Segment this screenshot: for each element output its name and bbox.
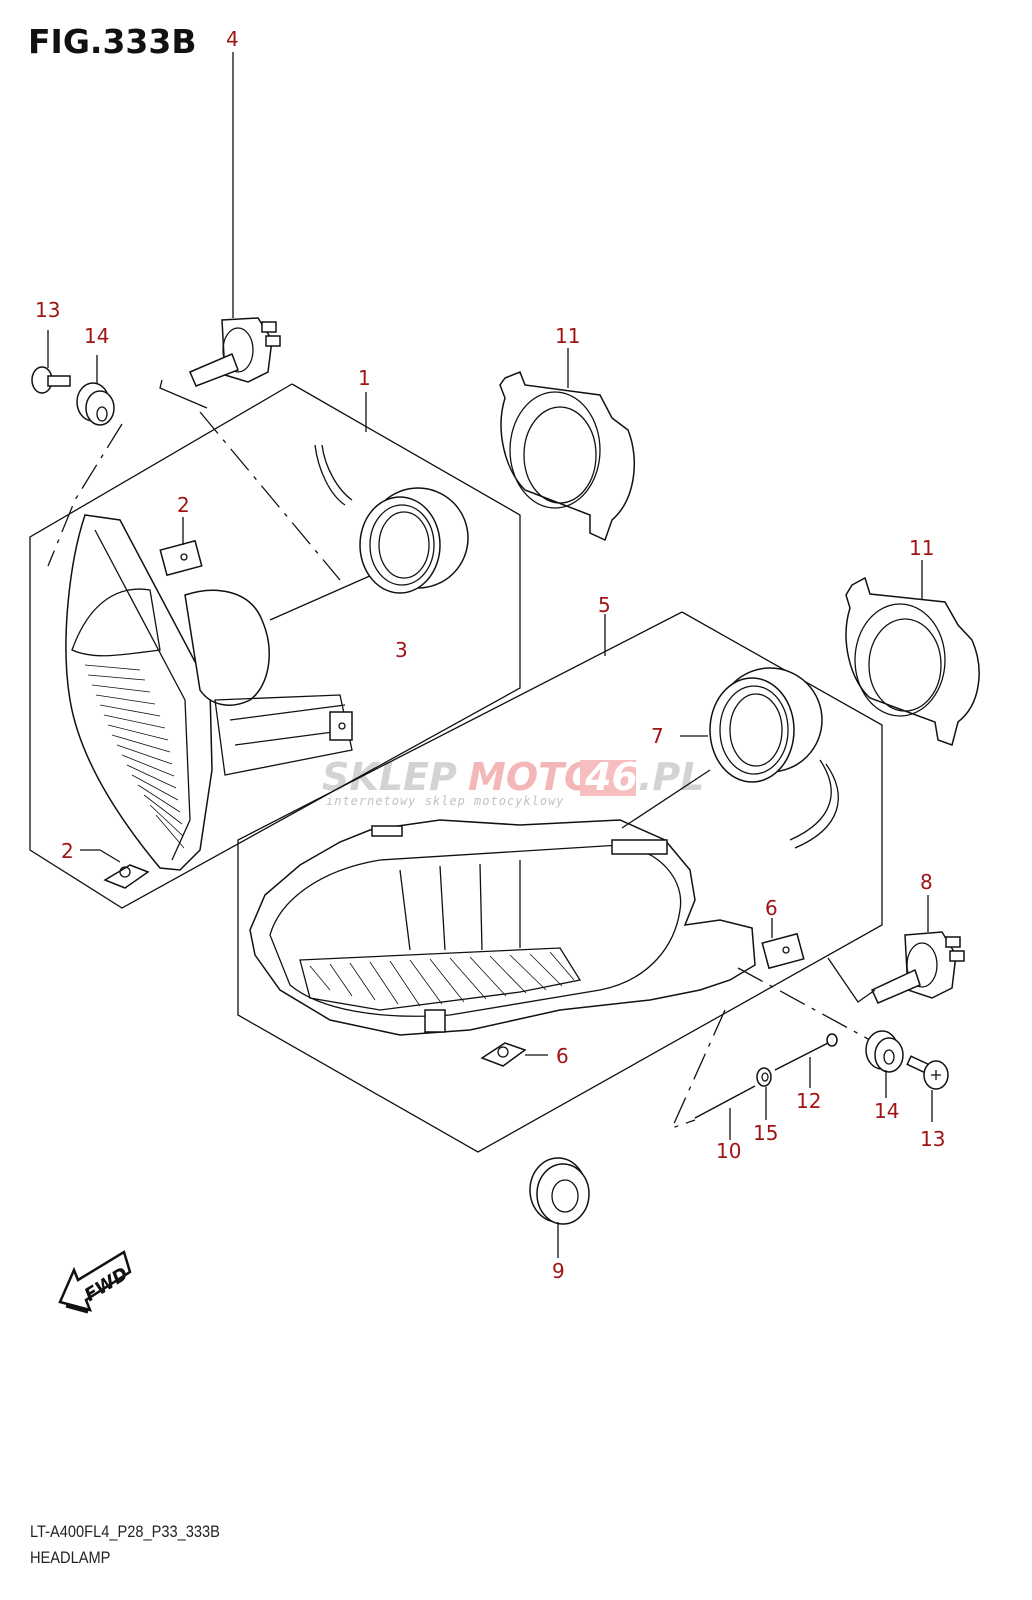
cushion-9-part[interactable] bbox=[529, 1157, 590, 1225]
screw-12-part[interactable] bbox=[774, 1033, 838, 1071]
watermark-tagline: internetowy sklep motocyklowy bbox=[326, 794, 565, 808]
cushion-14b-part[interactable] bbox=[865, 1030, 904, 1073]
callout-6b[interactable]: 6 bbox=[556, 1044, 569, 1068]
leader-line-dashed bbox=[737, 967, 871, 1041]
callout-6[interactable]: 6 bbox=[765, 896, 778, 920]
callout-8[interactable]: 8 bbox=[920, 870, 933, 894]
bolt-13-part[interactable] bbox=[31, 366, 71, 394]
leader-line bbox=[621, 769, 711, 829]
leader-line bbox=[159, 379, 208, 409]
watermark-text-46: 46 bbox=[584, 755, 638, 799]
callout-15[interactable]: 15 bbox=[753, 1121, 778, 1145]
callout-12[interactable]: 12 bbox=[796, 1089, 821, 1113]
watermark: SKLEP MOTO 46 .PL internetowy sklep moto… bbox=[322, 755, 705, 808]
callout-3[interactable]: 3 bbox=[395, 638, 408, 662]
spring-10-part[interactable] bbox=[694, 1085, 756, 1119]
leader-line-dashed bbox=[670, 1009, 726, 1130]
forward-arrow-icon: FWD bbox=[58, 1250, 132, 1314]
cushion-14-part[interactable] bbox=[76, 382, 115, 426]
nut-clip-6-part[interactable] bbox=[761, 932, 805, 970]
callout-11b[interactable]: 11 bbox=[909, 536, 934, 560]
bulb-4-part[interactable] bbox=[189, 317, 281, 387]
callout-2[interactable]: 2 bbox=[177, 493, 190, 517]
watermark-badge bbox=[580, 760, 636, 796]
cover-11b-part[interactable] bbox=[845, 576, 980, 746]
callout-4[interactable]: 4 bbox=[226, 27, 239, 51]
watermark-text-pl: .PL bbox=[638, 755, 705, 799]
callout-1[interactable]: 1 bbox=[358, 366, 371, 390]
cover-11-part[interactable] bbox=[499, 371, 636, 542]
assembly-box-1 bbox=[29, 383, 521, 909]
callout-11[interactable]: 11 bbox=[555, 324, 580, 348]
headlamp-5-part[interactable] bbox=[249, 819, 756, 1036]
callout-9[interactable]: 9 bbox=[552, 1259, 565, 1283]
nut-clip-2b-part[interactable] bbox=[103, 864, 150, 889]
bulb-8-part[interactable] bbox=[871, 931, 965, 1004]
figure-title: FIG.333B bbox=[28, 22, 197, 61]
watermark-text-moto: MOTO bbox=[468, 755, 596, 799]
callout-2b[interactable]: 2 bbox=[61, 839, 74, 863]
nut-clip-6b-part[interactable] bbox=[480, 1042, 527, 1067]
washer-15-part[interactable] bbox=[756, 1067, 772, 1087]
callout-10[interactable]: 10 bbox=[716, 1139, 741, 1163]
callout-13[interactable]: 13 bbox=[35, 298, 60, 322]
callout-14[interactable]: 14 bbox=[84, 324, 109, 348]
model-code: LT-A400FL4_P28_P33_333B bbox=[30, 1522, 220, 1541]
leader-line bbox=[80, 849, 121, 863]
callout-5[interactable]: 5 bbox=[598, 593, 611, 617]
leader-line-dashed bbox=[199, 411, 341, 581]
leader-line bbox=[269, 574, 373, 621]
headlamp-1-part[interactable] bbox=[65, 514, 353, 871]
socket-3-part[interactable] bbox=[314, 444, 469, 594]
leader-line bbox=[827, 957, 876, 1003]
bolt-13b-part[interactable] bbox=[906, 1055, 949, 1090]
figure-name: HEADLAMP bbox=[30, 1548, 111, 1567]
callout-13b[interactable]: 13 bbox=[920, 1127, 945, 1151]
socket-7-part[interactable] bbox=[709, 667, 839, 849]
assembly-box-5 bbox=[237, 611, 883, 1153]
callout-7[interactable]: 7 bbox=[651, 724, 664, 748]
nut-clip-2-part[interactable] bbox=[159, 539, 203, 577]
callout-14b[interactable]: 14 bbox=[874, 1099, 899, 1123]
